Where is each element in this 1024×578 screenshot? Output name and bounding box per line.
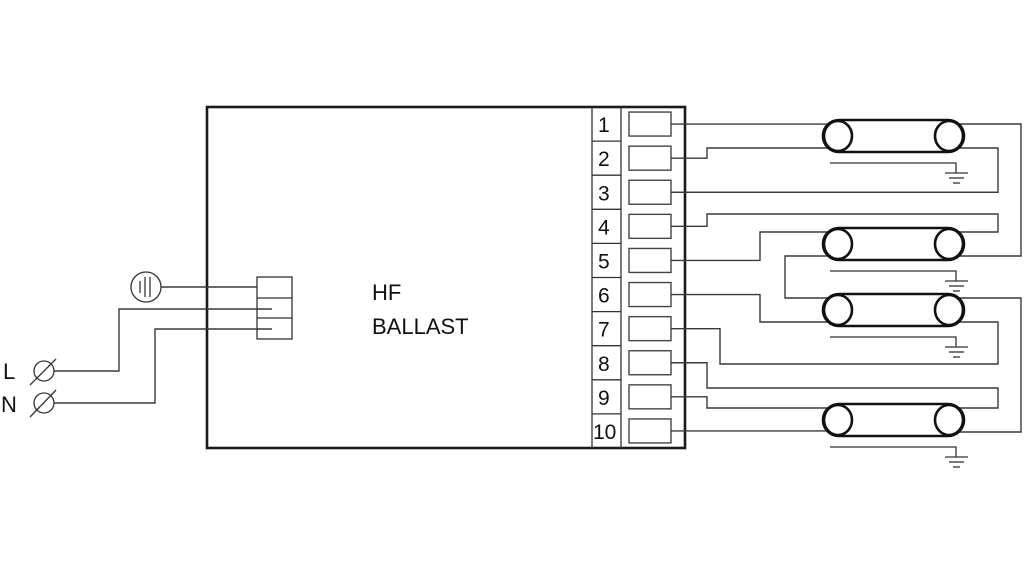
lamp-tube [821, 118, 966, 154]
terminal-number: 4 [598, 216, 610, 239]
input-connector-block [256, 276, 293, 340]
lamp-filament-left [822, 293, 854, 327]
lamp-filament-left [822, 403, 854, 437]
lamp-4 [821, 402, 968, 468]
wire [671, 321, 999, 365]
terminal-number: 3 [598, 182, 610, 205]
lamp-filament-right [933, 119, 965, 153]
lamp-1 [821, 118, 968, 184]
terminal-number: 2 [598, 148, 610, 171]
wire [958, 123, 1022, 257]
terminal-number: 6 [598, 285, 610, 308]
terminal-7[interactable] [628, 315, 672, 342]
ballast-label-ballast: BALLAST [372, 314, 469, 339]
ballast-box [205, 105, 687, 450]
terminal-1[interactable] [628, 111, 672, 137]
wire [784, 255, 830, 299]
wire-line [54, 308, 272, 372]
lamp-3 [821, 292, 968, 358]
lamp-tube [821, 402, 966, 438]
wire [671, 147, 830, 159]
terminal-6[interactable] [628, 281, 672, 308]
terminal-number: 10 [593, 421, 616, 444]
terminal-3[interactable] [628, 179, 672, 205]
line-terminal-icon[interactable] [29, 358, 57, 386]
ground-icon [830, 162, 968, 184]
wire [671, 213, 999, 233]
terminal-number: 9 [598, 387, 610, 410]
wire [958, 297, 1022, 433]
lamp-filament-left [822, 227, 854, 261]
terminal-10[interactable] [628, 418, 672, 444]
lamp-tube [821, 226, 966, 262]
lamp-filament-left [822, 119, 854, 153]
ballast-label-hf: HF [372, 280, 401, 305]
lamp-2 [821, 226, 968, 292]
protective-earth-icon [130, 271, 257, 303]
wire [671, 293, 830, 323]
wire [671, 231, 830, 262]
lamp-filament-right [933, 293, 965, 327]
supply-label-line: L [3, 359, 15, 384]
neutral-terminal-icon[interactable] [29, 389, 57, 418]
terminal-number: 1 [598, 114, 610, 137]
ground-icon [830, 446, 968, 468]
ground-icon [830, 270, 968, 292]
terminal-number: 8 [598, 353, 610, 376]
terminal-2[interactable] [628, 145, 672, 171]
lamp-tube [821, 292, 966, 328]
terminal-number: 5 [598, 250, 610, 273]
terminal-8[interactable] [628, 350, 672, 376]
terminal-5[interactable] [628, 247, 672, 274]
wire [671, 362, 999, 409]
input-connector [256, 276, 293, 340]
terminal-4[interactable] [628, 213, 672, 240]
terminal-number: 7 [598, 319, 610, 342]
lamp-filament-right [933, 403, 965, 437]
wire-neutral [54, 328, 272, 404]
terminal-9[interactable] [628, 384, 672, 410]
supply-label-neutral: N [1, 392, 17, 417]
wire [671, 396, 830, 409]
wire [671, 147, 999, 193]
lamp-filament-right [933, 227, 965, 261]
ground-icon [830, 336, 968, 358]
